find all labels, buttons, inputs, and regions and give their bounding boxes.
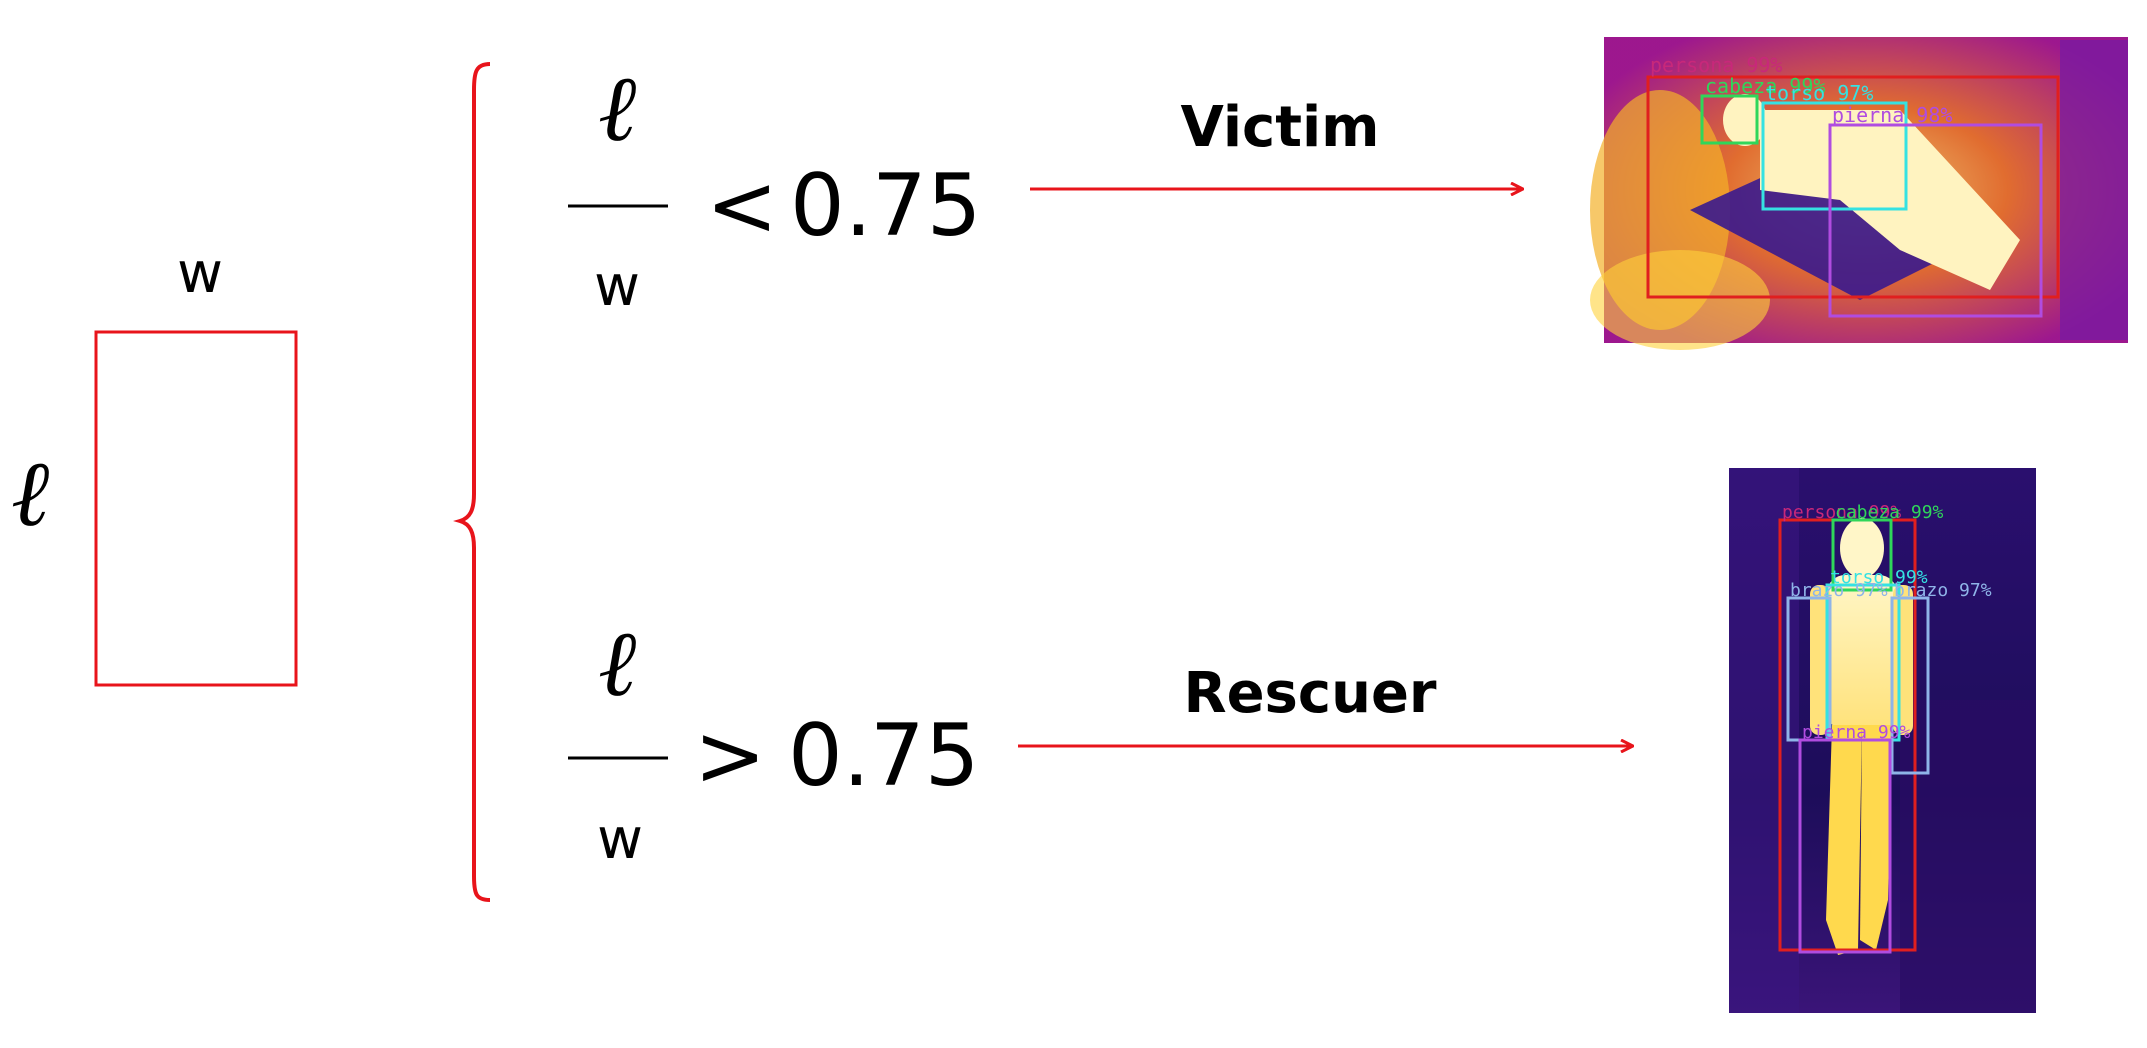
detection-label: persona 99% <box>1650 53 1782 77</box>
rule-rescuer: ℓ w > 0.75 Rescuer persona 99% cabeza 99… <box>568 468 2036 1013</box>
box-length-label: ℓ <box>11 440 49 547</box>
bounding-box <box>94 330 298 687</box>
box-width-label: w <box>177 241 223 306</box>
detection-label: torso 99% <box>1830 567 1928 588</box>
detection-label: pierna 99% <box>1802 722 1911 743</box>
curly-brace <box>453 62 491 902</box>
result-label: Victim <box>1180 95 1379 160</box>
ratio-numerator: ℓ <box>598 55 636 162</box>
detection-label: torso 97% <box>1765 81 1873 105</box>
detection-label: cabeza 99% <box>1705 74 1825 98</box>
thermal-image-rescuer: persona 99% cabeza 99% torso 99% brazo 9… <box>1729 468 2036 1013</box>
thermal-image-victim: persona 99% cabeza 99% torso 97% pierna … <box>1590 37 2128 350</box>
detection-label: cabeza 99% <box>1835 502 1944 523</box>
result-label: Rescuer <box>1183 661 1436 726</box>
ratio-numerator: ℓ <box>598 610 636 717</box>
comparison-operator: < <box>706 156 778 256</box>
ratio-denominator: w <box>597 807 643 872</box>
comparison-operator: > <box>694 706 766 806</box>
detection-label: persona 99% <box>1782 502 1901 523</box>
detection-label: brazo 97% <box>1790 580 1888 601</box>
rule-victim: ℓ w < 0.75 Victim persona 99% cabeza 99%… <box>568 37 2128 350</box>
detection-label: pierna 98% <box>1832 103 1952 127</box>
ratio-denominator: w <box>594 254 640 319</box>
threshold-value: 0.75 <box>790 156 981 256</box>
detection-label: brazo 97% <box>1894 580 1992 601</box>
threshold-value: 0.75 <box>788 706 979 806</box>
